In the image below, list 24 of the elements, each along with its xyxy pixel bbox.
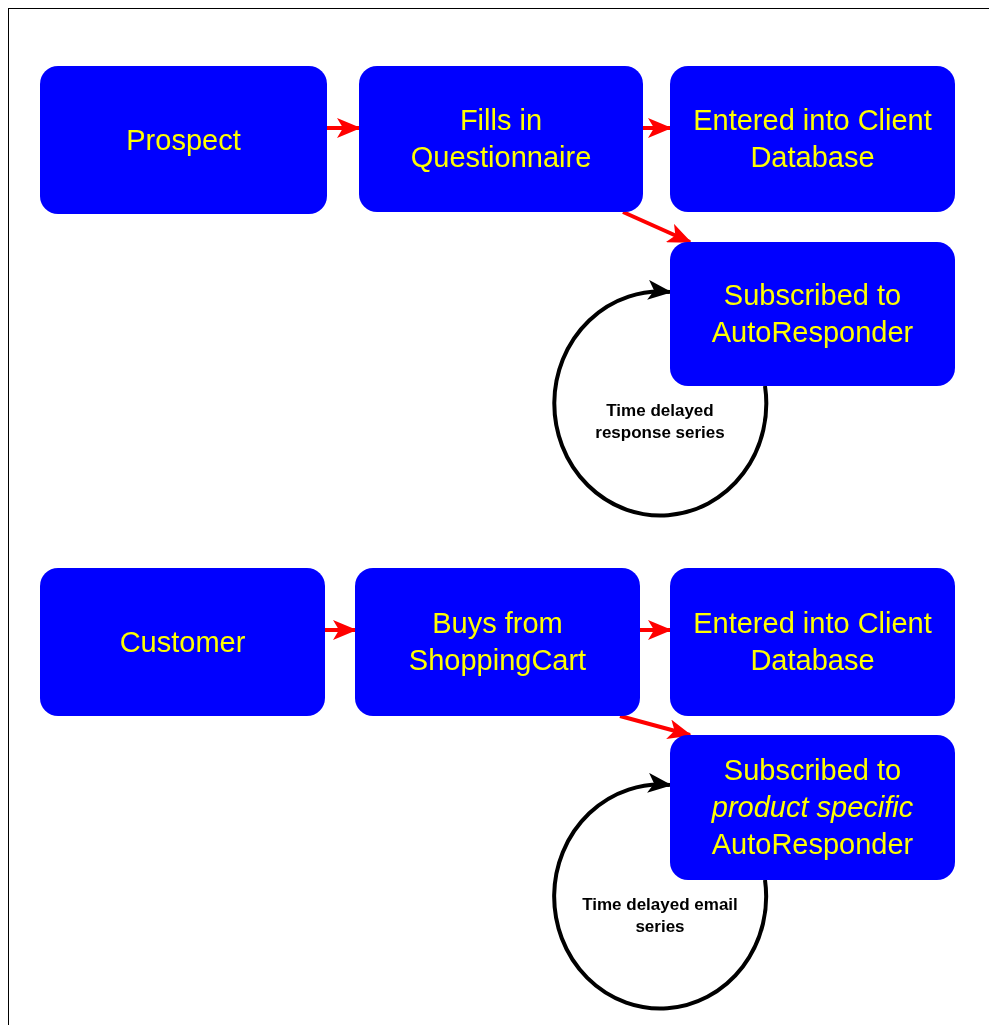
process-box xyxy=(40,66,327,214)
process-box xyxy=(40,568,325,716)
process-box xyxy=(355,568,640,716)
process-box xyxy=(670,735,955,880)
process-box xyxy=(359,66,643,212)
arrow xyxy=(619,714,692,739)
arrow xyxy=(552,774,768,1011)
box-label: Subscribed to product specific AutoResponder xyxy=(710,753,915,862)
box-label: Prospect xyxy=(126,122,241,158)
box-label: Customer xyxy=(119,624,246,660)
arrow xyxy=(325,620,357,640)
box-label: Entered into Client Database xyxy=(692,103,933,175)
arrow xyxy=(552,281,769,518)
arrow xyxy=(327,118,361,138)
process-box xyxy=(670,66,955,212)
box-label: Fills in Questionnaire xyxy=(409,103,593,175)
box-label: Subscribed to AutoResponder xyxy=(710,278,915,350)
arrow xyxy=(622,210,692,244)
arrow xyxy=(643,118,672,138)
arrow xyxy=(640,620,672,640)
box-label: Buys from ShoppingCart xyxy=(407,606,588,678)
process-box xyxy=(670,568,955,716)
process-box xyxy=(670,242,955,386)
box-label: Entered into Client Database xyxy=(692,606,933,678)
